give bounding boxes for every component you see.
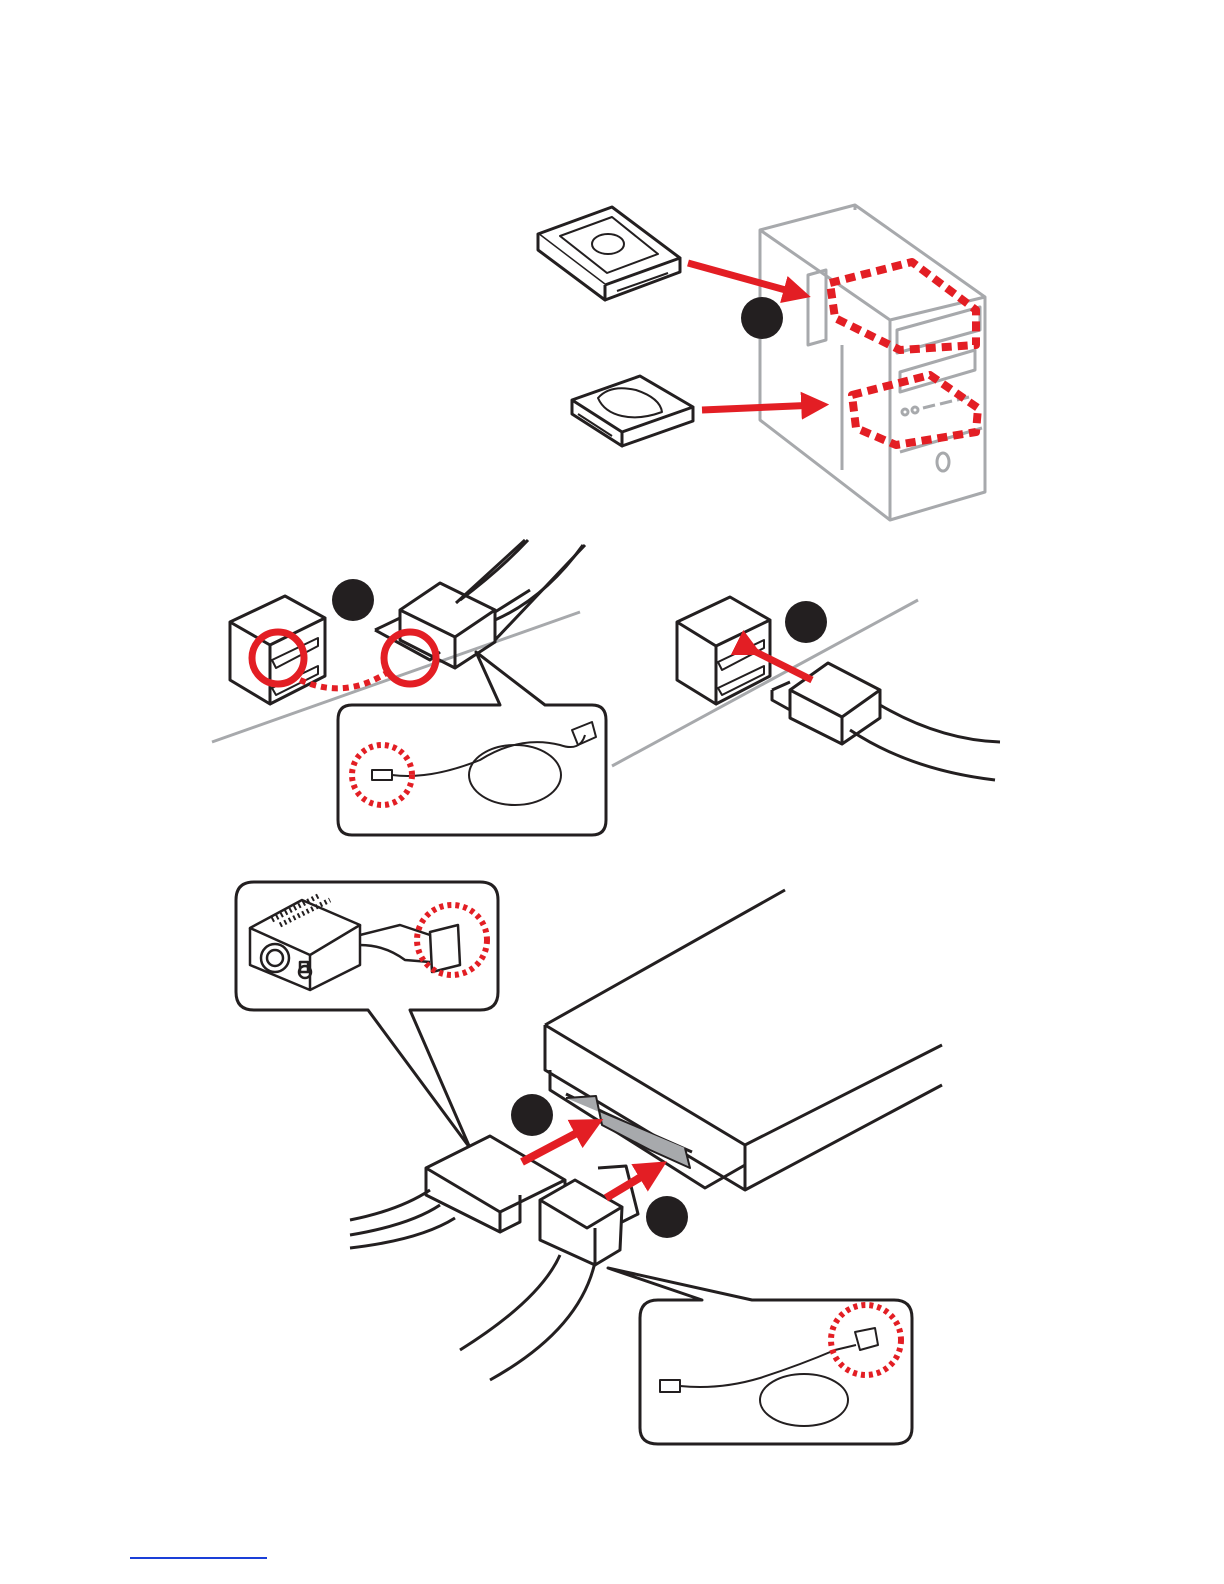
scene-install-drives <box>538 205 985 520</box>
step-badge-4 <box>511 1094 553 1136</box>
optical-drive-icon <box>538 207 680 300</box>
scene-connect-power-data <box>236 882 942 1444</box>
sata-power-connector-icon <box>430 925 460 972</box>
sata-cable-callout <box>608 1268 912 1444</box>
pc-tower-icon <box>760 205 985 520</box>
step-badge-1 <box>741 297 783 339</box>
scene-connect-sata <box>212 540 1000 835</box>
footer-link[interactable] <box>130 1557 267 1559</box>
hard-drive-icon <box>572 376 693 446</box>
step-badge-2 <box>332 579 374 621</box>
step-badge-3 <box>785 601 827 643</box>
sata-port-icon <box>230 596 325 704</box>
step-badge-5 <box>646 1196 688 1238</box>
psu-callout <box>236 882 498 1148</box>
optical-drive-icon <box>545 890 942 1190</box>
